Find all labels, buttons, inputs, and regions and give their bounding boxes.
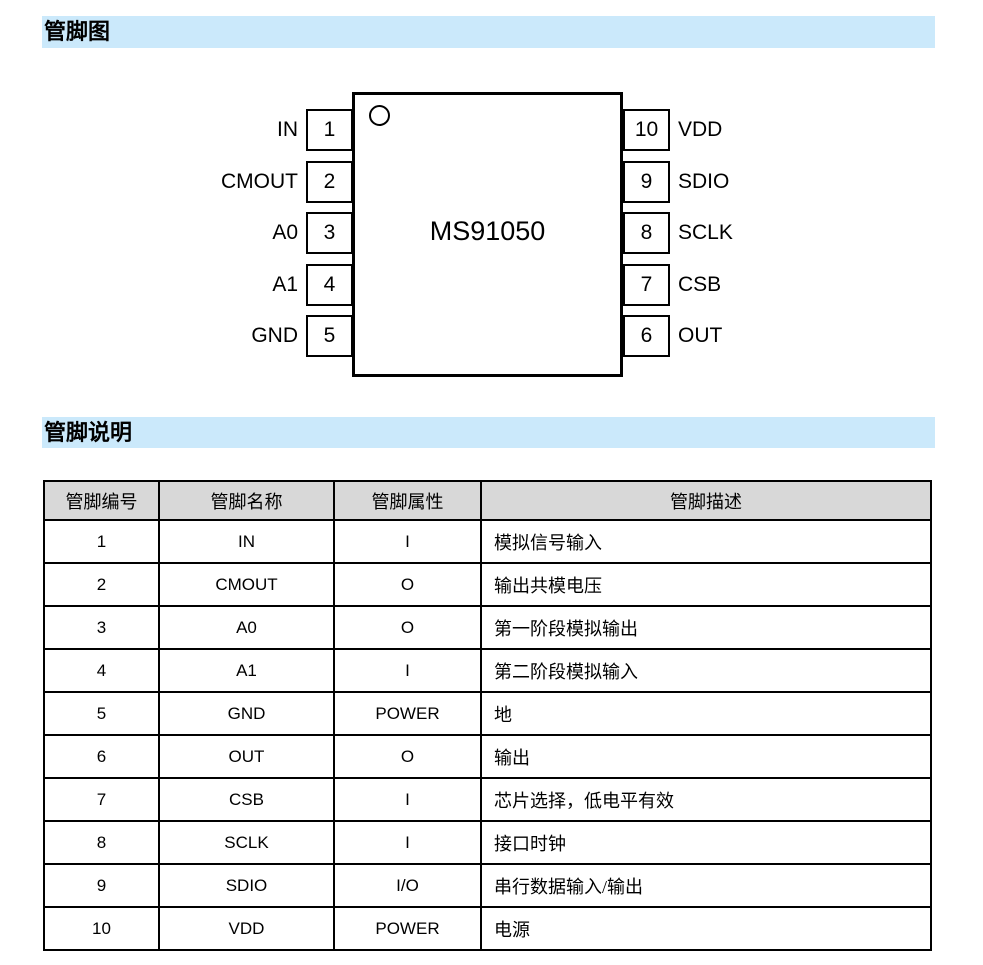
cell-pin-desc: 输出: [480, 734, 932, 779]
cell-pin-number: 2: [43, 562, 160, 607]
pin1-indicator-dot: [369, 105, 390, 126]
cell-pin-name: A0: [158, 605, 335, 650]
header-pin-number: 管脚编号: [43, 480, 160, 521]
pin-box-left-3: 3: [306, 212, 353, 254]
cell-pin-number: 3: [43, 605, 160, 650]
pin-label-right-10: VDD: [678, 118, 723, 141]
table-row: 1 IN I 模拟信号输入: [43, 519, 932, 564]
pin-box-right-6: 6: [623, 315, 670, 357]
cell-pin-attr: O: [333, 562, 482, 607]
cell-pin-desc: 芯片选择，低电平有效: [480, 777, 932, 822]
chip-name: MS91050: [429, 216, 546, 246]
cell-pin-number: 4: [43, 648, 160, 693]
cell-pin-attr: O: [333, 734, 482, 779]
cell-pin-name: OUT: [158, 734, 335, 779]
pin-label-left-4: A1: [272, 273, 298, 296]
table-row: 5 GND POWER 地: [43, 691, 932, 736]
table-row: 6 OUT O 输出: [43, 734, 932, 779]
table-row: 2 CMOUT O 输出共模电压: [43, 562, 932, 607]
pin-box-left-1: 1: [306, 109, 353, 151]
cell-pin-attr: I: [333, 519, 482, 564]
cell-pin-number: 5: [43, 691, 160, 736]
cell-pin-number: 1: [43, 519, 160, 564]
cell-pin-number: 10: [43, 906, 160, 951]
cell-pin-desc: 串行数据输入/输出: [480, 863, 932, 908]
pin-label-left-5: GND: [251, 324, 298, 347]
header-pin-desc: 管脚描述: [480, 480, 932, 521]
cell-pin-attr: I: [333, 648, 482, 693]
cell-pin-name: A1: [158, 648, 335, 693]
cell-pin-attr: I: [333, 820, 482, 865]
cell-pin-number: 7: [43, 777, 160, 822]
pin-box-right-9: 9: [623, 161, 670, 203]
cell-pin-desc: 第二阶段模拟输入: [480, 648, 932, 693]
pin-box-left-5: 5: [306, 315, 353, 357]
pin-box-left-2: 2: [306, 161, 353, 203]
pin-box-right-8: 8: [623, 212, 670, 254]
pin-label-left-2: CMOUT: [221, 170, 298, 193]
cell-pin-name: GND: [158, 691, 335, 736]
cell-pin-name: IN: [158, 519, 335, 564]
cell-pin-desc: 地: [480, 691, 932, 736]
table-header-row: 管脚编号 管脚名称 管脚属性 管脚描述: [43, 480, 932, 521]
cell-pin-name: SCLK: [158, 820, 335, 865]
pin-label-right-8: SCLK: [678, 221, 733, 244]
table-row: 8 SCLK I 接口时钟: [43, 820, 932, 865]
cell-pin-number: 6: [43, 734, 160, 779]
pin-label-right-7: CSB: [678, 273, 722, 296]
cell-pin-desc: 模拟信号输入: [480, 519, 932, 564]
table-row: 4 A1 I 第二阶段模拟输入: [43, 648, 932, 693]
cell-pin-name: CMOUT: [158, 562, 335, 607]
cell-pin-attr: POWER: [333, 906, 482, 951]
table-row: 10 VDD POWER 电源: [43, 906, 932, 951]
cell-pin-name: SDIO: [158, 863, 335, 908]
cell-pin-desc: 电源: [480, 906, 932, 951]
section-title-pin-diagram: 管脚图: [42, 16, 935, 48]
cell-pin-name: VDD: [158, 906, 335, 951]
pin-description-table: 管脚编号 管脚名称 管脚属性 管脚描述 1 IN I 模拟信号输入 2 CMOU…: [43, 480, 932, 951]
cell-pin-number: 9: [43, 863, 160, 908]
pin-label-left-3: A0: [272, 221, 298, 244]
chip-body: [352, 92, 623, 377]
section-title-pin-description: 管脚说明: [42, 417, 935, 448]
pin-box-right-10: 10: [623, 109, 670, 151]
table-row: 3 A0 O 第一阶段模拟输出: [43, 605, 932, 650]
pin-label-left-1: IN: [277, 118, 298, 141]
cell-pin-name: CSB: [158, 777, 335, 822]
header-pin-name: 管脚名称: [158, 480, 335, 521]
header-pin-attribute: 管脚属性: [333, 480, 482, 521]
cell-pin-desc: 接口时钟: [480, 820, 932, 865]
cell-pin-attr: I: [333, 777, 482, 822]
cell-pin-desc: 第一阶段模拟输出: [480, 605, 932, 650]
table-row: 7 CSB I 芯片选择，低电平有效: [43, 777, 932, 822]
pin-box-right-7: 7: [623, 264, 670, 306]
pin-label-right-9: SDIO: [678, 170, 730, 193]
table-row: 9 SDIO I/O 串行数据输入/输出: [43, 863, 932, 908]
cell-pin-attr: O: [333, 605, 482, 650]
pin-label-right-6: OUT: [678, 324, 723, 347]
cell-pin-desc: 输出共模电压: [480, 562, 932, 607]
cell-pin-attr: POWER: [333, 691, 482, 736]
pin-box-left-4: 4: [306, 264, 353, 306]
cell-pin-number: 8: [43, 820, 160, 865]
cell-pin-attr: I/O: [333, 863, 482, 908]
